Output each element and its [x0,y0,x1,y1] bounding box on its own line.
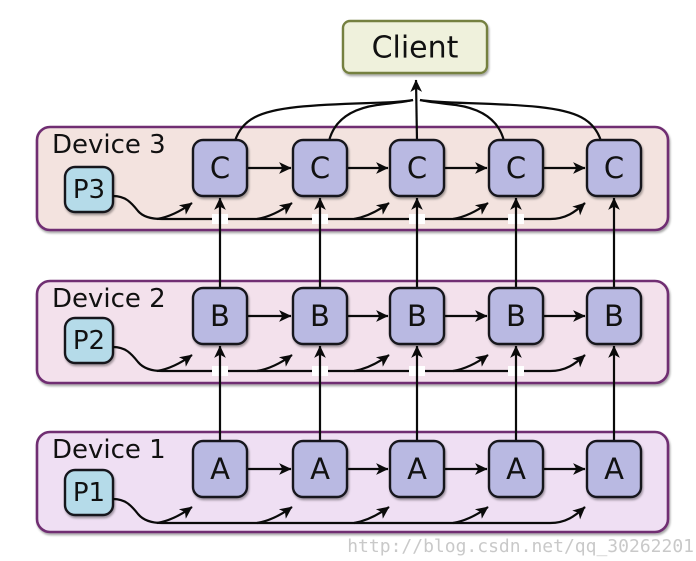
node-a-3-label: A [407,452,427,486]
node-c-4-label: C [506,151,526,185]
device-3-label: Device 3 [52,130,166,160]
process-p2-box [63,316,115,365]
process-p2-label: P2 [73,326,105,356]
feed-branch-p2-b2 [256,354,293,373]
feed-branch-p1-a2 [256,506,293,525]
node-c-5 [585,138,643,198]
client-box-group: Client [341,19,489,75]
feed-line-p2 [112,345,586,373]
curve-c2-client [327,98,414,142]
device-2-label: Device 2 [52,284,166,314]
node-a-1-label: A [210,452,230,486]
feed-branch-p3-c2 [256,202,293,221]
node-a-2-label: A [310,452,330,486]
node-c-2 [291,138,349,198]
node-b-1 [191,286,249,346]
feed-branch-p2-b3 [353,354,390,373]
node-a-3 [388,439,446,499]
feed-branch-p1-a3 [353,506,390,525]
vertical-arrows-a-to-b [214,345,620,441]
node-a-4-label: A [506,452,526,486]
watermark-text: http://blog.csdn.net/qq_30262201 [347,536,694,557]
process-p3-box [63,165,115,214]
feed-line-p1 [112,497,586,525]
process-p3-label: P3 [73,175,105,205]
node-b-2 [291,286,349,346]
node-row-b: B B B B B [191,286,643,346]
device-2-panel: Device 2 P2 [35,279,670,385]
feed-branch-p3-c1 [156,202,193,221]
node-c-5-label: C [604,151,624,185]
node-c-2-label: C [310,151,330,185]
device-1-label: Device 1 [52,435,166,465]
arrow-c3-client [410,79,423,142]
process-p1-box [63,468,115,517]
node-c-1 [191,138,249,198]
feed-arrows-device-1 [112,497,586,525]
node-b-5 [585,286,643,346]
feed-branch-p2-b1 [156,354,193,373]
node-c-3 [388,138,446,198]
node-row-c: C C C C C [191,138,643,198]
node-b-5-label: B [604,299,624,333]
device-3-panel: Device 3 P3 [35,125,670,232]
feed-line-p3 [112,194,586,221]
feed-branch-p1-a1 [156,506,193,525]
feed-branch-p1-a4 [452,506,489,525]
node-row-a: A A A A A [191,439,643,499]
node-c-4 [487,138,545,198]
node-b-4-label: B [506,299,526,333]
client-box [341,19,489,75]
curve-c5-client [419,98,603,142]
node-a-5 [585,439,643,499]
node-a-1 [191,439,249,499]
node-c-3-label: C [407,151,427,185]
node-c-1-label: C [210,151,230,185]
node-b-3 [388,286,446,346]
feed-branch-p3-c3 [353,202,390,221]
node-b-1-label: B [210,299,230,333]
node-b-3-label: B [407,299,427,333]
curve-c1-client [233,98,414,142]
feed-branch-p2-b4 [452,354,489,373]
process-p1-label: P1 [73,478,105,508]
node-b-4 [487,286,545,346]
node-a-5-label: A [604,452,624,486]
node-a-2 [291,439,349,499]
node-b-2-label: B [310,299,330,333]
feed-branch-p3-c4 [452,202,489,221]
client-label: Client [372,31,459,66]
vertical-arrows-b-to-c [214,197,620,288]
node-a-4 [487,439,545,499]
client-convergence-arrows [233,79,603,142]
